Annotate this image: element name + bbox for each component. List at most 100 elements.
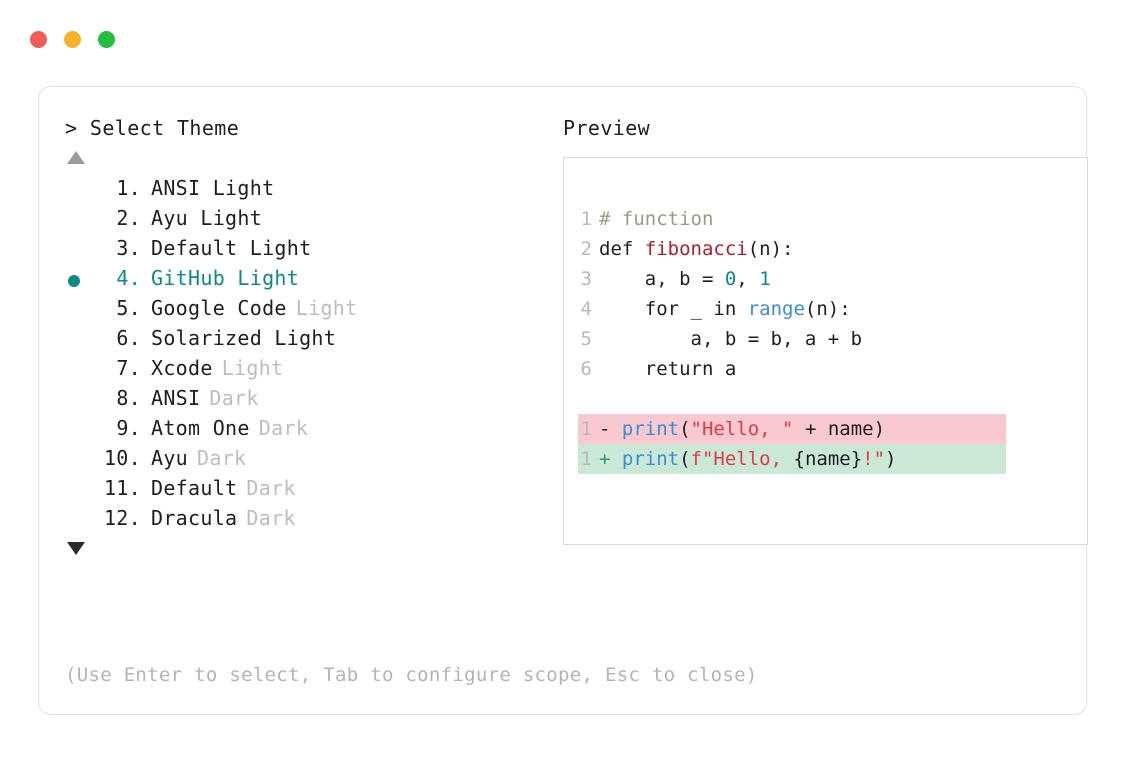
theme-item-index: 7. — [116, 356, 141, 380]
theme-list-item[interactable]: 4. GitHub Light — [65, 266, 535, 296]
scroll-down-arrow-icon[interactable] — [67, 542, 85, 555]
code-token: print — [621, 418, 680, 440]
diff-sign: - — [599, 418, 622, 440]
code-token: def — [599, 238, 645, 260]
selection-bullet-cell — [65, 416, 95, 446]
code-token: return a — [599, 358, 737, 380]
selection-bullet-cell — [65, 296, 95, 326]
diff-sign: + — [599, 448, 622, 470]
theme-item-index: 4. — [116, 266, 141, 290]
theme-item-variant: Light — [295, 296, 358, 320]
theme-item-variant: Light — [221, 356, 284, 380]
code-token: range — [747, 298, 805, 320]
line-number: 1 — [580, 418, 592, 440]
selection-bullet-cell — [65, 236, 95, 266]
maximize-window-button[interactable] — [98, 31, 115, 48]
code-line: 5 a, b = b, a + b — [578, 324, 1087, 354]
theme-item-index: 3. — [116, 236, 141, 260]
theme-item-name: Solarized Light — [151, 326, 337, 350]
theme-list-item[interactable]: 3. Default Light — [65, 236, 535, 266]
code-line: 2 def fibonacci(n): — [578, 234, 1087, 264]
theme-item-name: Atom One — [151, 416, 250, 440]
selected-bullet-icon — [68, 275, 80, 287]
theme-item-index: 12. — [103, 506, 141, 530]
code-token: 0 — [724, 268, 737, 290]
window-titlebar — [30, 31, 115, 48]
line-number: 6 — [580, 358, 592, 380]
diff-line-add: 1+ print(f"Hello, {name}!") — [578, 444, 1006, 474]
code-line: 4 for _ in range(n): — [578, 294, 1087, 324]
theme-item-index: 5. — [116, 296, 141, 320]
code-token: (n): — [747, 238, 794, 260]
selection-bullet-cell — [65, 176, 95, 206]
theme-item-name: Default Light — [151, 236, 312, 260]
theme-item-name: Default — [151, 476, 238, 500]
code-token: f"Hello, — [690, 448, 794, 470]
minimize-window-button[interactable] — [64, 31, 81, 48]
theme-list-item[interactable]: 1.ANSI Light — [65, 176, 535, 206]
code-token: 1 — [759, 268, 771, 290]
theme-item-name: ANSI — [151, 386, 201, 410]
theme-item-index: 2. — [116, 206, 141, 230]
keyboard-hint: (Use Enter to select, Tab to configure s… — [65, 664, 758, 686]
theme-item-name: Dracula — [151, 506, 238, 530]
code-token: a, b = — [599, 268, 725, 290]
theme-list-item[interactable]: 6. Solarized Light — [65, 326, 535, 356]
theme-item-name: Ayu — [151, 446, 189, 470]
prompt-label: > Select Theme — [65, 116, 240, 140]
code-token: + name) — [793, 418, 886, 440]
code-token: {name} — [793, 448, 863, 470]
theme-list-item[interactable]: 9. Atom One Dark — [65, 416, 535, 446]
theme-item-name: ANSI Light — [151, 176, 275, 200]
line-number: 4 — [580, 298, 592, 320]
selection-bullet-cell — [65, 266, 95, 296]
theme-item-name: Google Code — [151, 296, 287, 320]
selection-bullet-cell — [65, 206, 95, 236]
code-token: (n): — [804, 298, 851, 320]
theme-list-item[interactable]: 5. Google Code Light — [65, 296, 535, 326]
scroll-up-arrow-icon[interactable] — [67, 151, 85, 164]
code-token: , — [736, 268, 760, 290]
diff-line-del: 1- print("Hello, " + name) — [578, 414, 1006, 444]
selection-bullet-cell — [65, 506, 95, 536]
code-line: 6 return a — [578, 354, 1087, 384]
theme-item-variant: Dark — [209, 386, 259, 410]
code-line: 1 # function — [578, 204, 1087, 234]
selection-bullet-cell — [65, 326, 95, 356]
theme-item-variant: Dark — [246, 476, 296, 500]
theme-item-variant: Dark — [197, 446, 247, 470]
theme-item-index: 9. — [116, 416, 141, 440]
code-token: ) — [885, 448, 897, 470]
code-line: 3 a, b = 0, 1 — [578, 264, 1087, 294]
code-token: ( — [679, 418, 691, 440]
code-token: fibonacci — [644, 238, 748, 260]
theme-list-item[interactable]: 8. ANSI Dark — [65, 386, 535, 416]
code-token: "Hello, " — [690, 418, 794, 440]
code-token: a, b = b, a + b — [599, 328, 863, 350]
code-token: print — [621, 448, 680, 470]
theme-item-index: 6. — [116, 326, 141, 350]
code-token: !" — [862, 448, 886, 470]
selection-bullet-cell — [65, 386, 95, 416]
line-number: 2 — [580, 238, 592, 260]
preview-title: Preview — [563, 116, 651, 140]
code-token: for _ in — [599, 298, 748, 320]
theme-item-index: 8. — [116, 386, 141, 410]
close-window-button[interactable] — [30, 31, 47, 48]
selection-bullet-cell — [65, 446, 95, 476]
code-token: # function — [599, 208, 714, 230]
theme-list-item[interactable]: 2.Ayu Light — [65, 206, 535, 236]
theme-item-name: GitHub Light — [151, 266, 300, 290]
code-blank-line — [578, 384, 1087, 414]
line-number: 1 — [580, 208, 592, 230]
line-number: 5 — [580, 328, 592, 350]
theme-item-variant: Dark — [258, 416, 309, 440]
